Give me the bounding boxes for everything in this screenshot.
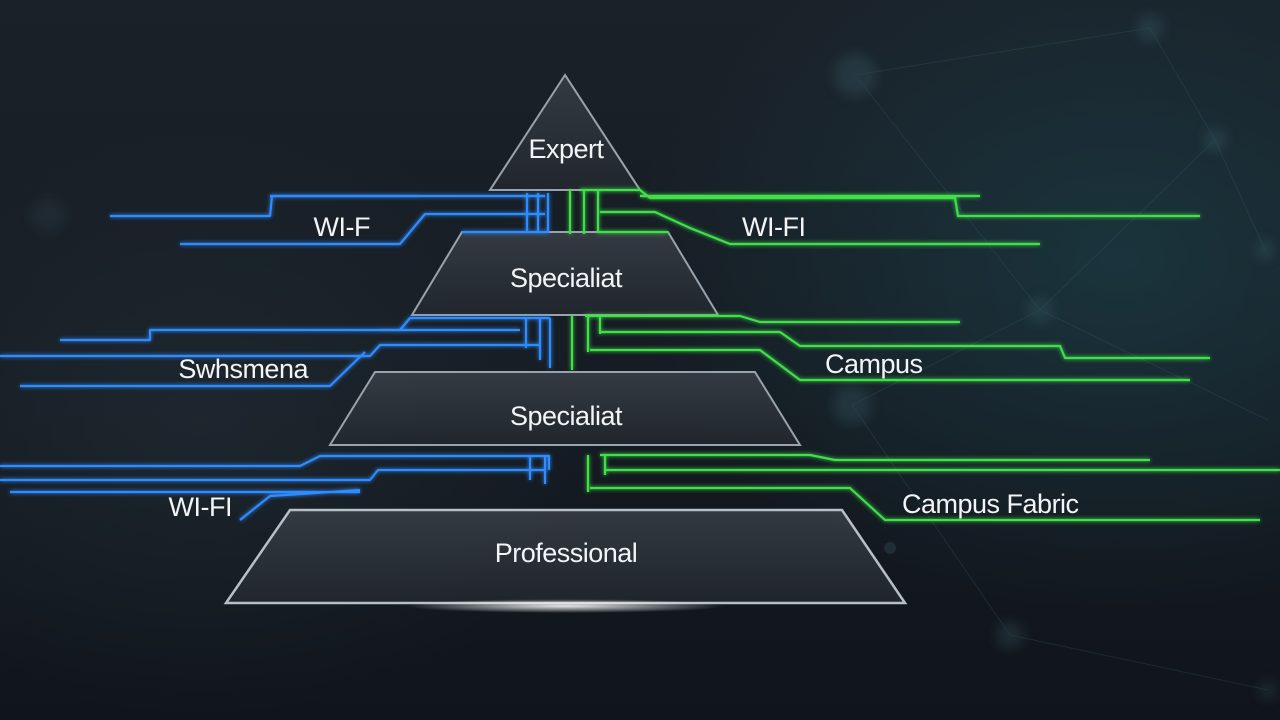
tier-specialist-lower [328, 371, 802, 446]
tier-label-expert: Expert [528, 134, 604, 164]
right-label-2: Campus [825, 349, 923, 379]
background-network [30, 14, 1278, 700]
pyramid [223, 73, 908, 613]
tier-labels: Expert Specialiat Specialiat Professiona… [495, 134, 638, 568]
right-labels: WI-FI Campus Campus Fabric [742, 212, 1079, 519]
tier-label-specialist-upper: Specialiat [510, 263, 623, 293]
tier-expert [488, 73, 642, 191]
tier-label-professional: Professional [495, 538, 638, 568]
left-label-3: WI-FI [169, 492, 232, 522]
left-labels: WI-F Swhsmena WI-FI [169, 212, 371, 522]
right-label-1: WI-FI [742, 212, 805, 242]
right-connection-lines [568, 188, 1280, 522]
tier-professional [223, 508, 908, 605]
left-label-1: WI-F [314, 212, 370, 242]
left-label-2: Swhsmena [178, 354, 309, 384]
tier-label-specialist-lower: Specialiat [510, 401, 623, 431]
base-glow [405, 599, 725, 613]
right-label-3: Campus Fabric [902, 489, 1079, 519]
left-connection-lines [0, 193, 552, 521]
